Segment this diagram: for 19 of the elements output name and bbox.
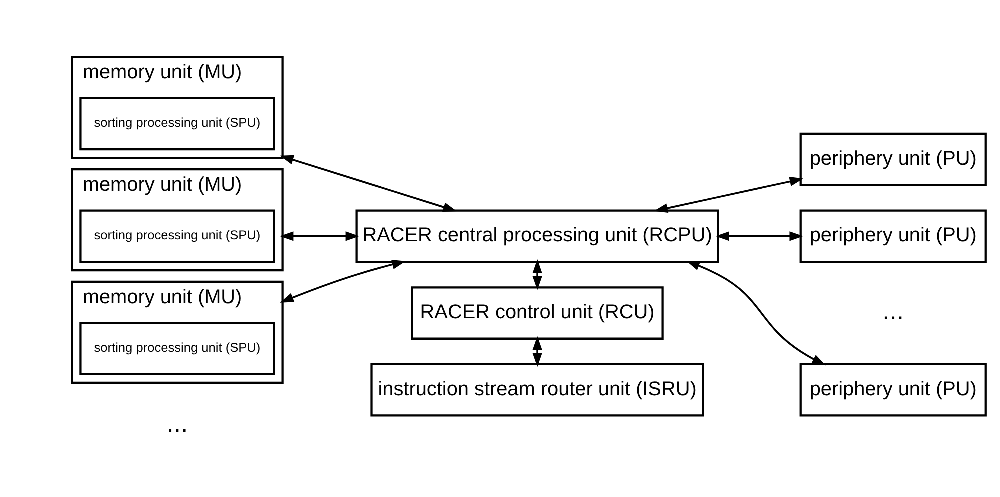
arrow bbox=[280, 260, 406, 303]
node-box: sorting processing unit (SPU) bbox=[80, 322, 276, 376]
node-box: instruction stream router unit (ISRU) bbox=[370, 363, 704, 417]
label: ... bbox=[882, 298, 904, 326]
arrow bbox=[686, 261, 826, 366]
arrow bbox=[716, 232, 804, 242]
arrow bbox=[532, 260, 542, 290]
node-box: periphery unit (PU) bbox=[800, 132, 987, 186]
node-box: sorting processing unit (SPU) bbox=[80, 97, 276, 151]
node-box: periphery unit (PU) bbox=[800, 210, 987, 264]
node-box: RACER control unit (RCU) bbox=[411, 286, 664, 340]
node-box: RACER central processing unit (RCPU) bbox=[356, 210, 720, 264]
arrow bbox=[654, 177, 804, 214]
arrow bbox=[280, 155, 458, 212]
label: ... bbox=[166, 410, 188, 438]
node-box: periphery unit (PU) bbox=[800, 363, 987, 417]
arrow bbox=[532, 336, 542, 368]
node-box: sorting processing unit (SPU) bbox=[80, 210, 276, 264]
arrow bbox=[280, 232, 360, 242]
